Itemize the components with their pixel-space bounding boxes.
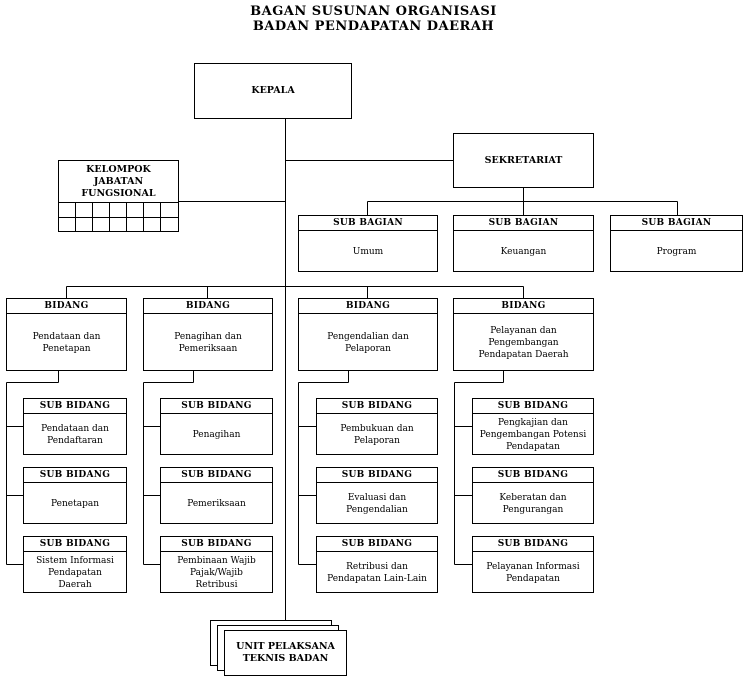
sub-bidang-pembukuan-pelaporan: SUB BIDANG Pembukuan dan Pelaporan <box>316 398 438 455</box>
sub-bidang-label: Keberatan dan Pengurangan <box>499 492 567 515</box>
sub-bidang-pengkajian-pengembangan: SUB BIDANG Pengkajian dan Pengembangan P… <box>472 398 594 455</box>
bidang-label: Pendataan dan Penetapan <box>32 331 101 354</box>
kepala-label: KEPALA <box>251 85 295 96</box>
sub-bidang-evaluasi-pengendalian: SUB BIDANG Evaluasi dan Pengendalian <box>316 467 438 524</box>
bidang-label: Penagihan dan Pemeriksaan <box>174 331 242 354</box>
sub-bidang-header: SUB BIDANG <box>24 468 126 483</box>
sub-bidang-header: SUB BIDANG <box>161 537 272 552</box>
sub-bidang-header: SUB BIDANG <box>317 537 437 552</box>
bidang-penagihan-pemeriksaan: BIDANG Penagihan dan Pemeriksaan <box>143 298 273 371</box>
sub-bidang-label: Pelayanan Informasi Pendapatan <box>486 561 580 584</box>
sub-bidang-header: SUB BIDANG <box>473 537 593 552</box>
upt-box: UNIT PELAKSANA TEKNIS BADAN <box>224 630 347 676</box>
sekretariat-label: SEKRETARIAT <box>484 154 563 166</box>
sub-bidang-header: SUB BIDANG <box>473 468 593 483</box>
sub-bagian-label: Umum <box>352 246 384 257</box>
sub-bidang-sistem-informasi: SUB BIDANG Sistem Informasi Pendapatan D… <box>23 536 127 593</box>
bidang-header: BIDANG <box>7 299 126 314</box>
sub-bidang-label: Pengkajian dan Pengembangan Potensi Pend… <box>479 417 587 452</box>
sub-bidang-label: Sistem Informasi Pendapatan Daerah <box>36 555 114 590</box>
sub-bidang-header: SUB BIDANG <box>161 468 272 483</box>
sub-bidang-label: Penagihan <box>192 429 241 440</box>
sub-bidang-label: Pemeriksaan <box>187 498 246 509</box>
sub-bagian-label: Program <box>656 246 697 257</box>
sub-bagian-header: SUB BAGIAN <box>611 216 742 231</box>
sub-bidang-label: Pembinaan Wajib Pajak/Wajib Retribusi <box>177 555 256 590</box>
sub-bagian-umum: SUB BAGIAN Umum <box>298 215 438 272</box>
upt-label: UNIT PELAKSANA TEKNIS BADAN <box>236 641 335 664</box>
sub-bidang-pemeriksaan: SUB BIDANG Pemeriksaan <box>160 467 273 524</box>
sub-bidang-header: SUB BIDANG <box>161 399 272 414</box>
sub-bidang-pembinaan-wajib-pajak: SUB BIDANG Pembinaan Wajib Pajak/Wajib R… <box>160 536 273 593</box>
sub-bagian-label: Keuangan <box>500 246 547 257</box>
sub-bidang-header: SUB BIDANG <box>24 399 126 414</box>
bidang-header: BIDANG <box>144 299 272 314</box>
sub-bidang-label: Pendataan dan Pendaftaran <box>41 423 109 446</box>
sub-bidang-header: SUB BIDANG <box>317 399 437 414</box>
bidang-label: Pengendalian dan Pelaporan <box>327 331 409 354</box>
chart-title-line1: BAGAN SUSUNAN ORGANISASI <box>250 4 497 19</box>
kelompok-jabatan-fungsional-box: KELOMPOK JABATAN FUNGSIONAL <box>58 160 179 232</box>
sub-bidang-label: Penetapan <box>50 498 99 509</box>
sekretariat-box: SEKRETARIAT <box>453 133 594 188</box>
sub-bidang-label: Retribusi dan Pendapatan Lain-Lain <box>327 561 427 584</box>
sub-bidang-pelayanan-informasi: SUB BIDANG Pelayanan Informasi Pendapata… <box>472 536 594 593</box>
kelompok-grid-row-1 <box>59 202 178 218</box>
kelompok-grid-row-2 <box>59 217 178 231</box>
sub-bagian-header: SUB BAGIAN <box>454 216 593 231</box>
bidang-pendataan-penetapan: BIDANG Pendataan dan Penetapan <box>6 298 127 371</box>
sub-bagian-header: SUB BAGIAN <box>299 216 437 231</box>
bidang-label: Pelayanan dan Pengembangan Pendapatan Da… <box>478 325 569 360</box>
sub-bagian-program: SUB BAGIAN Program <box>610 215 743 272</box>
bidang-pelayanan-pengembangan: BIDANG Pelayanan dan Pengembangan Pendap… <box>453 298 594 371</box>
sub-bidang-retribusi-pendapatan: SUB BIDANG Retribusi dan Pendapatan Lain… <box>316 536 438 593</box>
bidang-header: BIDANG <box>299 299 437 314</box>
sub-bidang-label: Pembukuan dan Pelaporan <box>340 423 414 446</box>
chart-title-line2: BADAN PENDAPATAN DAERAH <box>252 19 495 34</box>
sub-bidang-penagihan: SUB BIDANG Penagihan <box>160 398 273 455</box>
bidang-header: BIDANG <box>454 299 593 314</box>
sub-bidang-pendataan-pendaftaran: SUB BIDANG Pendataan dan Pendaftaran <box>23 398 127 455</box>
sub-bidang-penetapan: SUB BIDANG Penetapan <box>23 467 127 524</box>
sub-bidang-header: SUB BIDANG <box>473 399 593 414</box>
sub-bidang-label: Evaluasi dan Pengendalian <box>346 492 408 515</box>
sub-bidang-keberatan-pengurangan: SUB BIDANG Keberatan dan Pengurangan <box>472 467 594 524</box>
kepala-box: KEPALA <box>194 63 352 119</box>
sub-bidang-header: SUB BIDANG <box>24 537 126 552</box>
bidang-pengendalian-pelaporan: BIDANG Pengendalian dan Pelaporan <box>298 298 438 371</box>
sub-bagian-keuangan: SUB BAGIAN Keuangan <box>453 215 594 272</box>
kelompok-label: KELOMPOK JABATAN FUNGSIONAL <box>59 161 178 203</box>
sub-bidang-header: SUB BIDANG <box>317 468 437 483</box>
